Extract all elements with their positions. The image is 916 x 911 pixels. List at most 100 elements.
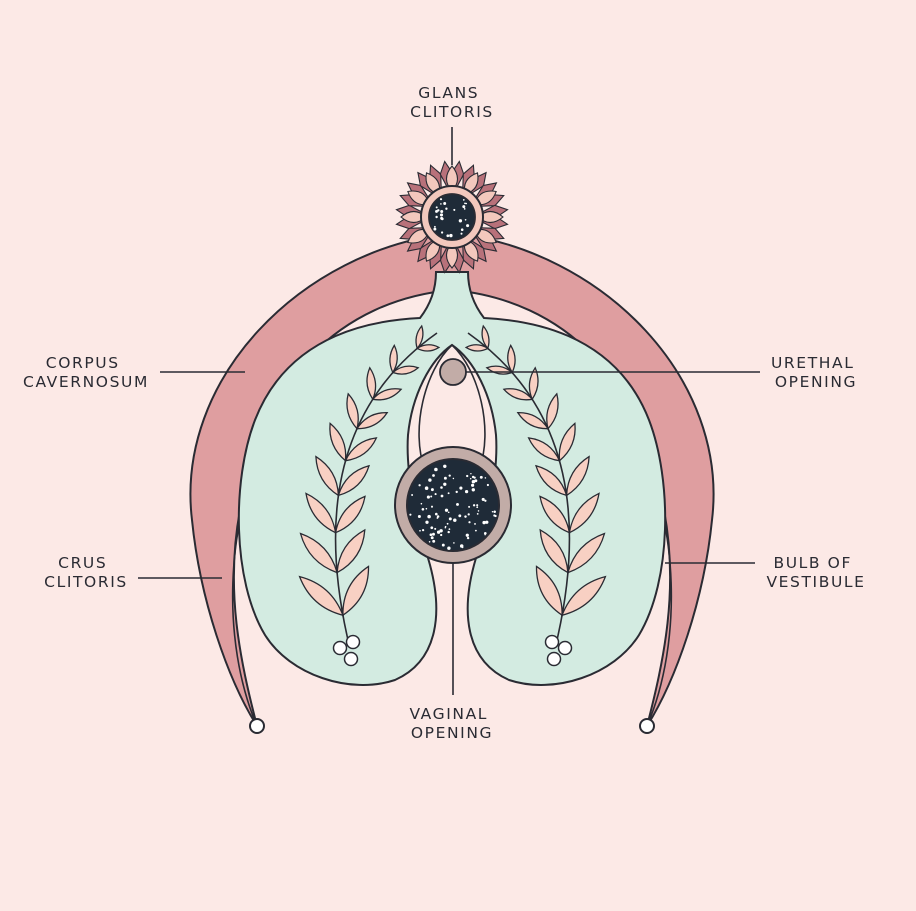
laurel-leaf [527,437,561,462]
vaginal-star [418,484,421,487]
vaginal-star [434,493,437,496]
vaginal-star [432,474,435,477]
inner-petal [473,190,497,206]
glans-star [464,202,466,205]
vaginal-star [475,529,477,532]
vaginal-star [440,533,443,537]
vaginal-star [439,529,443,533]
vaginal-star [470,473,472,475]
vaginal-star [484,477,487,479]
glans-label-line-1: GLANS [418,84,479,102]
vaginal-star [469,477,472,480]
vaginal-star [409,513,412,516]
vaginal-star [432,532,435,536]
vaginal-star [434,512,438,516]
vaginal-star [476,513,479,515]
glans-star [465,202,468,205]
glans-star [433,227,437,231]
vaginal-star [468,521,471,524]
inner-petal [477,210,504,224]
glans-star [440,210,444,213]
vaginal-star [468,505,471,508]
glans-star [445,207,448,210]
glans-star [464,218,467,221]
vaginal-star [434,467,438,472]
laurel-leaf [415,324,424,350]
laurel-leaf [315,455,340,497]
vaginal-star [473,476,476,479]
crus-end-left [249,718,265,734]
vaginal-star [430,505,434,508]
vaginal-label-line-1: VAGINAL [409,705,488,723]
glans-star [435,206,438,209]
vaginal-star [472,504,476,507]
vaginal-star [430,526,434,530]
vaginal-star [447,492,450,495]
laurel-leaf [481,324,490,350]
laurel-leaf [565,455,590,497]
vaginal-star [452,477,455,480]
vaginal-star [477,510,480,512]
vaginal-star [447,530,450,534]
laurel-leaf [539,528,569,574]
vaginal-star [474,479,478,483]
laurel-leaf [337,464,370,497]
glans-star [440,217,444,221]
vaginal-opening-starfield [406,458,500,552]
laurel-leaf [346,392,359,431]
vaginal-star [448,517,452,521]
laurel-leaf [355,411,389,430]
vaginal-star [429,533,433,537]
glans-star [460,228,464,231]
vaginal-star [443,464,447,469]
corpus-label-line-2: CAVERNOSUM [23,373,149,391]
crus-label-line-1: CRUS [58,554,107,572]
vaginal-star [464,489,469,494]
bulb-of-vestibule-label: BULB OF VESTIBULE [766,554,865,591]
vaginal-star [430,488,434,492]
laurel-leaf [558,422,576,462]
vaginal-star [444,508,449,512]
vaginal-star [419,529,421,532]
laurel-leaf [546,392,559,431]
laurel-branches [298,324,607,667]
vaginal-opening-label: VAGINAL OPENING [409,705,494,742]
vaginal-star [427,514,431,519]
inner-petal [407,228,431,244]
laurel-leaf [502,388,534,401]
laurel-leaf [371,388,403,401]
glans-star [462,199,465,201]
vaginal-star [476,504,479,507]
urethral-opening-label: URETHAL OPENING [771,354,861,391]
vaginal-star [428,478,432,482]
glans-star [463,208,466,210]
glans-star [439,198,443,201]
inner-petal [407,190,431,206]
vaginal-star [482,520,486,525]
glans-star [439,213,444,217]
laurel-leaf [366,366,377,401]
laurel-leaf [528,366,539,401]
glans-star [453,208,456,211]
inner-petal [425,238,441,262]
laurel-leaf [298,575,344,617]
inner-petal [473,228,497,244]
vaginal-star [447,511,450,514]
vaginal-star [448,528,451,530]
vaginal-star [491,511,494,513]
laurel-leaf [535,565,563,617]
laurel-leaf [329,422,347,462]
laurel-leaf [305,492,337,534]
vaginal-star [453,518,457,522]
laurel-leaf [568,492,600,534]
vaginal-star [443,476,447,480]
inner-petal [445,165,459,192]
bulb-label-line-2: VESTIBULE [766,573,865,591]
vaginal-star [411,494,414,496]
vaginal-star [421,507,425,511]
vaginal-star [446,522,449,525]
laurel-leaf [561,575,607,617]
laurel-berry [343,651,359,667]
vaginal-star [430,495,433,498]
